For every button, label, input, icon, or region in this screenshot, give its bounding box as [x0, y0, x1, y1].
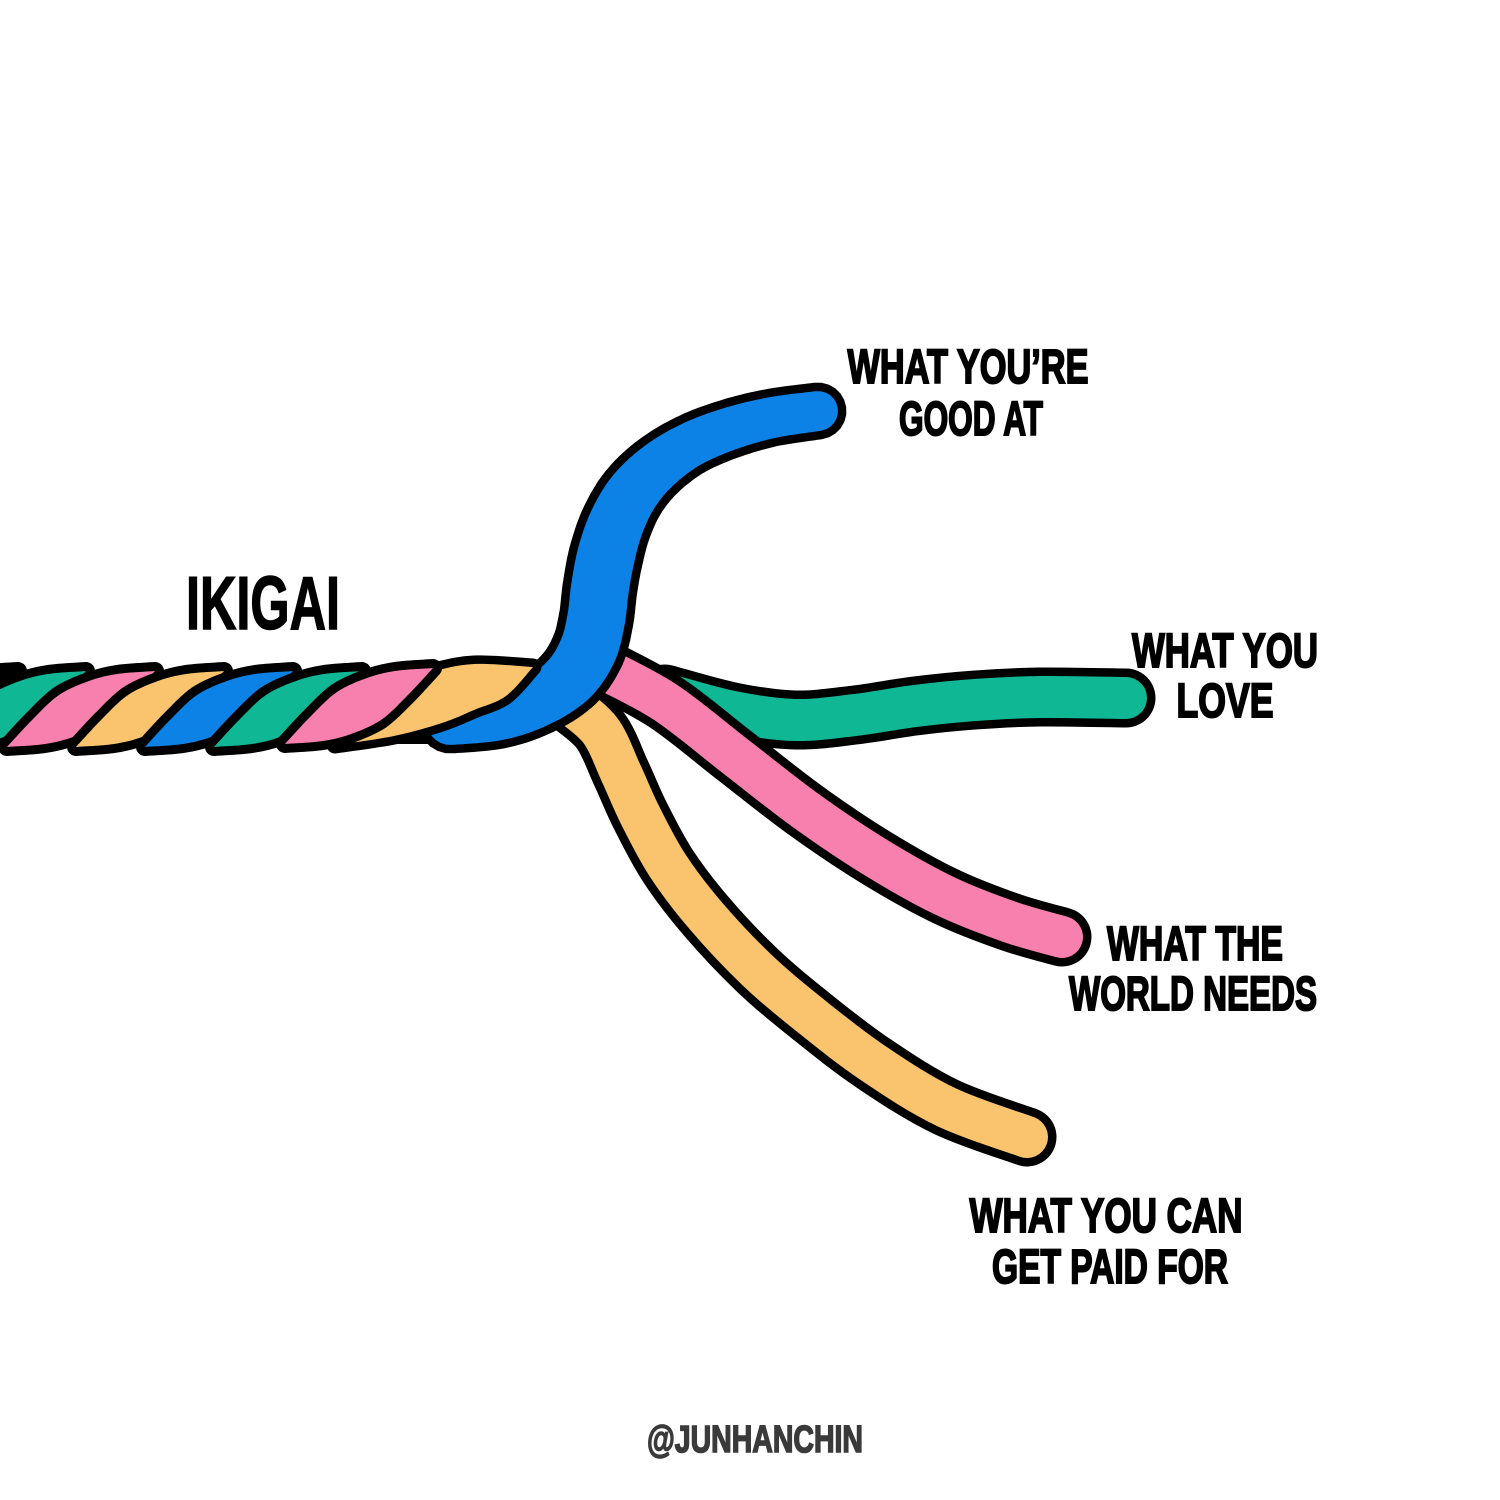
svg-text:WORLD NEEDS: WORLD NEEDS	[1069, 968, 1317, 1021]
svg-text:LOVE: LOVE	[1177, 675, 1274, 728]
svg-text:@JUNHANCHIN: @JUNHANCHIN	[647, 1419, 863, 1461]
svg-text:WHAT THE: WHAT THE	[1107, 918, 1283, 971]
svg-text:WHAT YOU CAN: WHAT YOU CAN	[970, 1190, 1243, 1243]
svg-text:WHAT YOU’RE: WHAT YOU’RE	[848, 341, 1089, 394]
svg-text:IKIGAI: IKIGAI	[186, 561, 340, 645]
svg-text:GET PAID FOR: GET PAID FOR	[992, 1241, 1228, 1294]
svg-text:WHAT YOU: WHAT YOU	[1132, 625, 1318, 678]
svg-text:GOOD AT: GOOD AT	[899, 393, 1043, 446]
